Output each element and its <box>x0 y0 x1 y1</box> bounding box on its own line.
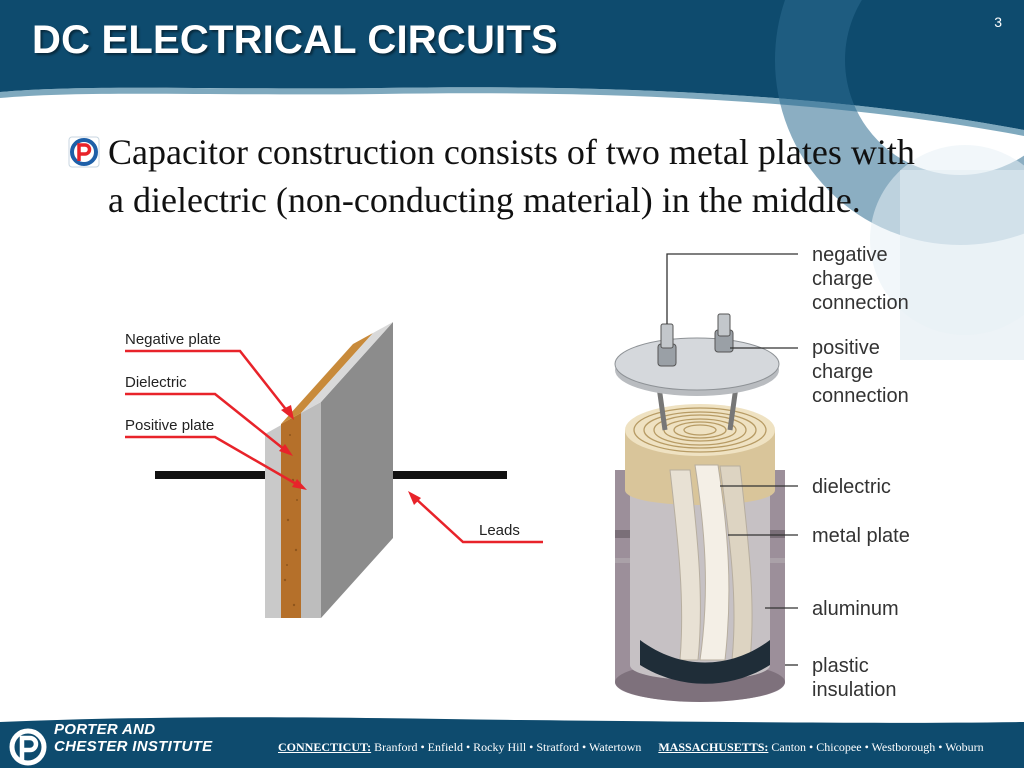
label-positive-line1: positive <box>812 337 880 359</box>
label-positive-plate: Positive plate <box>125 417 214 434</box>
label-insulation: insulation <box>812 679 897 701</box>
bullet-item: Capacitor construction consists of two m… <box>68 128 938 224</box>
negative-plate <box>301 402 321 618</box>
pointer-positive-plate <box>125 435 299 487</box>
label-dielectric-right: dielectric <box>812 476 891 498</box>
pci-bullet-icon <box>68 136 100 168</box>
campus-locations: CONNECTICUT: Branford • Enfield • Rocky … <box>278 740 984 755</box>
pointer-negative-plate <box>125 349 289 413</box>
label-negative-plate: Negative plate <box>125 331 221 348</box>
label-negative-line3: connection <box>812 292 909 314</box>
porter-chester-logo-icon <box>9 728 47 766</box>
brand-name: PORTER AND CHESTER INSTITUTE <box>54 721 212 755</box>
label-positive-line3: connection <box>812 385 909 407</box>
massachusetts-label: MASSACHUSETTS: <box>658 740 769 754</box>
pointer-dielectric <box>125 392 286 451</box>
label-negative-line2: charge <box>812 268 873 290</box>
watermark-logo-icon <box>775 0 1024 360</box>
label-dielectric: Dielectric <box>125 374 187 391</box>
header-band <box>0 0 1024 130</box>
right-lead <box>359 471 507 479</box>
label-plastic: plastic <box>812 655 869 677</box>
electrolytic-capacitor-diagram: negative charge connection positive char… <box>614 244 910 702</box>
brand-line-1: PORTER AND <box>54 721 156 738</box>
page-number: 3 <box>994 14 1002 30</box>
massachusetts-towns: Canton • Chicopee • Westborough • Woburn <box>771 740 984 754</box>
parallel-plate-capacitor-diagram: Negative plate Dielectric Positive plate… <box>125 322 543 618</box>
label-leads: Leads <box>479 522 520 539</box>
header-highlight <box>0 87 1024 136</box>
leader-negative-charge <box>666 253 798 324</box>
label-positive-line2: charge <box>812 361 873 383</box>
slide-title: DC ELECTRICAL CIRCUITS <box>32 18 558 62</box>
label-aluminum: aluminum <box>812 598 899 620</box>
label-metal-plate: metal plate <box>812 525 910 547</box>
label-negative-line1: negative <box>812 244 888 266</box>
positive-plate <box>265 424 283 618</box>
pointer-leads <box>414 497 543 544</box>
connecticut-towns: Branford • Enfield • Rocky Hill • Stratf… <box>374 740 642 754</box>
bullet-text: Capacitor construction consists of two m… <box>108 132 915 220</box>
dielectric-layer <box>281 413 301 618</box>
connecticut-label: CONNECTICUT: <box>278 740 372 754</box>
left-lead <box>155 471 267 479</box>
brand-line-2: CHESTER INSTITUTE <box>54 738 213 755</box>
metal-plate-strip <box>694 464 730 661</box>
footer-band <box>0 717 1024 768</box>
